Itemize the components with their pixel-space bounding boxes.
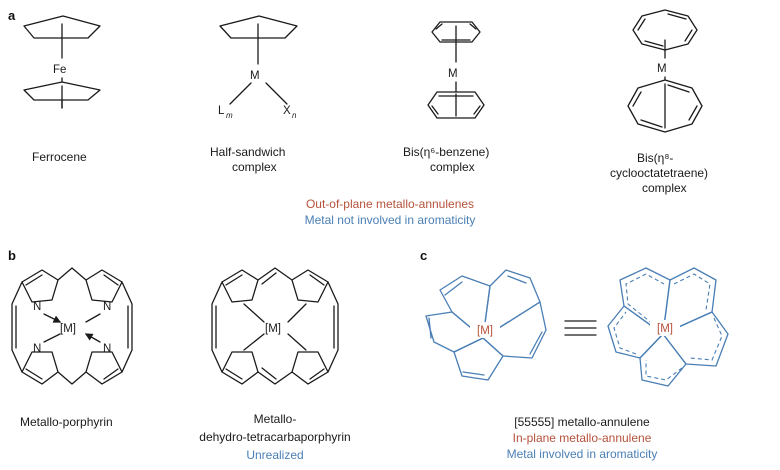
label-metallo-porphyrin: Metallo-porphyrin <box>20 415 113 429</box>
label-55555-annulene: [55555] metallo-annulene <box>514 415 650 429</box>
panel-c-letter: c <box>420 248 427 263</box>
metallo-annulene-localized: [M] <box>425 269 547 381</box>
caption-out-of-plane: Out-of-plane metallo-annulenes <box>306 197 474 211</box>
ligand-x-atom: X <box>283 105 291 117</box>
porphyrin-n-atom-2: N <box>103 301 111 313</box>
porphyrin-n-atom-4: N <box>103 343 111 355</box>
bis-benzene-m-atom: M <box>448 68 458 80</box>
label-metal-involved: Metal involved in aromaticity <box>507 447 658 461</box>
label-bis-cot-1: Bis(η⁸- <box>637 151 673 165</box>
annulene-left-metal: [M] <box>477 325 493 337</box>
label-in-plane-annulene: In-plane metallo-annulene <box>513 431 652 445</box>
ferrocene-fe-atom: Fe <box>53 64 66 76</box>
equivalence-symbol <box>564 320 597 336</box>
ligand-l-subscript: m <box>226 111 233 120</box>
tetracarbaporphyrin-structure: [M] <box>211 267 339 385</box>
label-half-sandwich-2: complex <box>232 160 277 174</box>
caption-metal-not-involved: Metal not involved in aromaticity <box>305 213 476 227</box>
label-ferrocene: Ferrocene <box>32 150 87 164</box>
bis-benzene-structure: M <box>427 21 485 119</box>
label-tcp-unrealized: Unrealized <box>246 448 303 462</box>
label-tcp-2: dehydro-tetracarbaporphyrin <box>199 430 350 444</box>
bis-cot-m-atom: M <box>657 63 667 75</box>
panel-a-letter: a <box>8 8 16 23</box>
label-tcp-1: Metallo- <box>254 412 297 426</box>
porphyrin-n-atom-3: N <box>33 343 41 355</box>
ligand-l-atom: L <box>218 105 225 117</box>
porphyrin-metal: [M] <box>60 323 76 335</box>
half-sandwich-structure: M L m X n <box>218 15 298 120</box>
label-bis-cot-2: cyclooctatetraene) <box>610 166 708 180</box>
metallo-annulene-delocalized: [M] <box>607 267 729 387</box>
label-bis-benzene-2: complex <box>430 160 475 174</box>
half-sandwich-m-atom: M <box>250 70 260 82</box>
porphyrin-n-atom-1: N <box>33 301 41 313</box>
label-half-sandwich-1: Half-sandwich <box>210 145 285 159</box>
ligand-x-subscript: n <box>292 111 297 120</box>
label-bis-benzene-1: Bis(η⁶-benzene) <box>403 145 489 159</box>
panel-b-letter: b <box>8 248 16 263</box>
ferrocene-structure: Fe <box>23 15 101 109</box>
bis-cot-structure: M <box>627 9 703 133</box>
tcp-metal: [M] <box>265 323 281 335</box>
annulene-right-metal: [M] <box>657 323 673 335</box>
label-bis-cot-3: complex <box>642 181 687 195</box>
porphyrin-structure: N N N N [M] <box>11 267 133 385</box>
